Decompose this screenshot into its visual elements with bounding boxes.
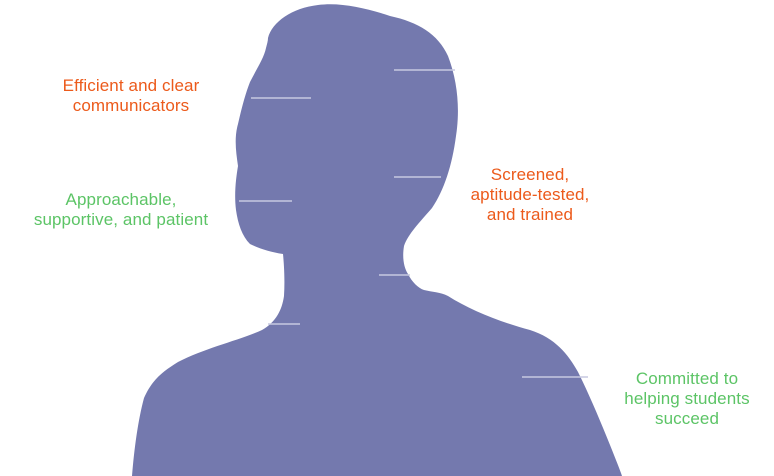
person-silhouette <box>132 4 622 476</box>
label-approachable: Approachable, supportive, and patient <box>6 190 236 230</box>
label-line: Approachable, <box>65 190 177 209</box>
label-committed-students: Committed to helping students succeed <box>602 369 772 429</box>
label-line: and trained <box>486 205 574 224</box>
label-line: Screened, <box>490 165 570 184</box>
label-efficient-communicators: Efficient and clear communicators <box>36 76 226 116</box>
label-line: Committed to <box>635 369 739 388</box>
connector-lines <box>239 69 588 378</box>
label-line: communicators <box>72 96 190 115</box>
label-line: helping students <box>624 389 750 408</box>
label-line: aptitude-tested, <box>470 185 590 204</box>
label-line: succeed <box>654 409 720 428</box>
label-line: Efficient and clear <box>62 76 200 95</box>
label-line: supportive, and patient <box>33 210 209 229</box>
label-screened-trained: Screened, aptitude-tested, and trained <box>450 165 610 225</box>
